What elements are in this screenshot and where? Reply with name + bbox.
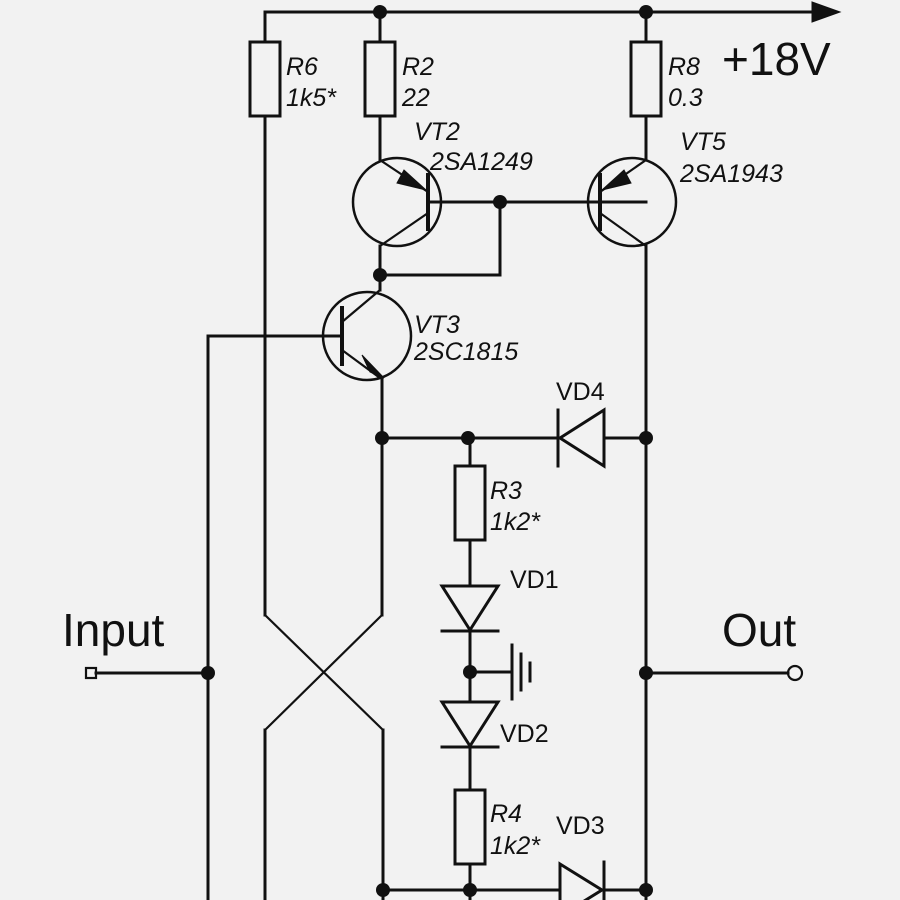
resistor-r2 [363, 40, 397, 118]
vt5-name: VT5 [680, 128, 726, 156]
resistor-r8 [629, 40, 663, 118]
output-terminal [639, 664, 804, 682]
diode-vd1 [439, 584, 501, 633]
r2-value: 22 [401, 84, 430, 112]
r4-name: R4 [490, 800, 522, 828]
r6-name: R6 [286, 53, 318, 81]
ground-icon [510, 643, 532, 701]
r6-branch [248, 10, 385, 900]
vt3-part: 2SC1815 [413, 338, 518, 366]
vd4-label: VD4 [556, 378, 605, 406]
r6-value: 1k5* [286, 84, 337, 112]
r2-branch [363, 10, 397, 162]
diode-vd2 [439, 700, 501, 749]
vt2-part: 2SA1249 [429, 148, 533, 176]
vd3-label: VD3 [556, 812, 605, 840]
transistor-vt5 [586, 156, 678, 900]
r8-branch [629, 10, 663, 162]
supply-voltage-label: +18V [722, 33, 831, 85]
resistor-r3 [453, 464, 487, 542]
output-terminal-icon [786, 664, 804, 682]
transistor-vt2 [351, 156, 648, 282]
output-label: Out [722, 604, 796, 656]
r3-name: R3 [490, 477, 522, 505]
resistor-r4 [453, 788, 487, 866]
transistor-vt3 [206, 273, 413, 900]
bias-chain [439, 436, 532, 900]
vt5-emitter-arrow-icon [601, 169, 632, 191]
vt2-emitter-arrow-icon [396, 169, 427, 191]
resistor-r6 [248, 40, 282, 118]
vt5-part: 2SA1943 [679, 160, 783, 188]
vd2-label: VD2 [500, 720, 549, 748]
vt3-emitter-arrow-icon [361, 354, 385, 379]
vd1-label: VD1 [510, 566, 559, 594]
r8-value: 0.3 [668, 84, 703, 112]
r2-name: R2 [402, 53, 434, 81]
diode-vd3 [558, 860, 606, 900]
supply-arrow-icon [811, 1, 842, 23]
vd3-node [376, 860, 653, 900]
vt3-name: VT3 [414, 311, 460, 339]
diode-vd4 [556, 407, 606, 469]
r8-name: R8 [668, 53, 700, 81]
r3-value: 1k2* [490, 508, 541, 536]
input-terminal [84, 666, 215, 680]
supply-rail [263, 1, 842, 23]
vd4-node [375, 407, 653, 469]
r4-value: 1k2* [490, 832, 541, 860]
input-label: Input [62, 604, 165, 656]
vt2-name: VT2 [414, 118, 460, 146]
